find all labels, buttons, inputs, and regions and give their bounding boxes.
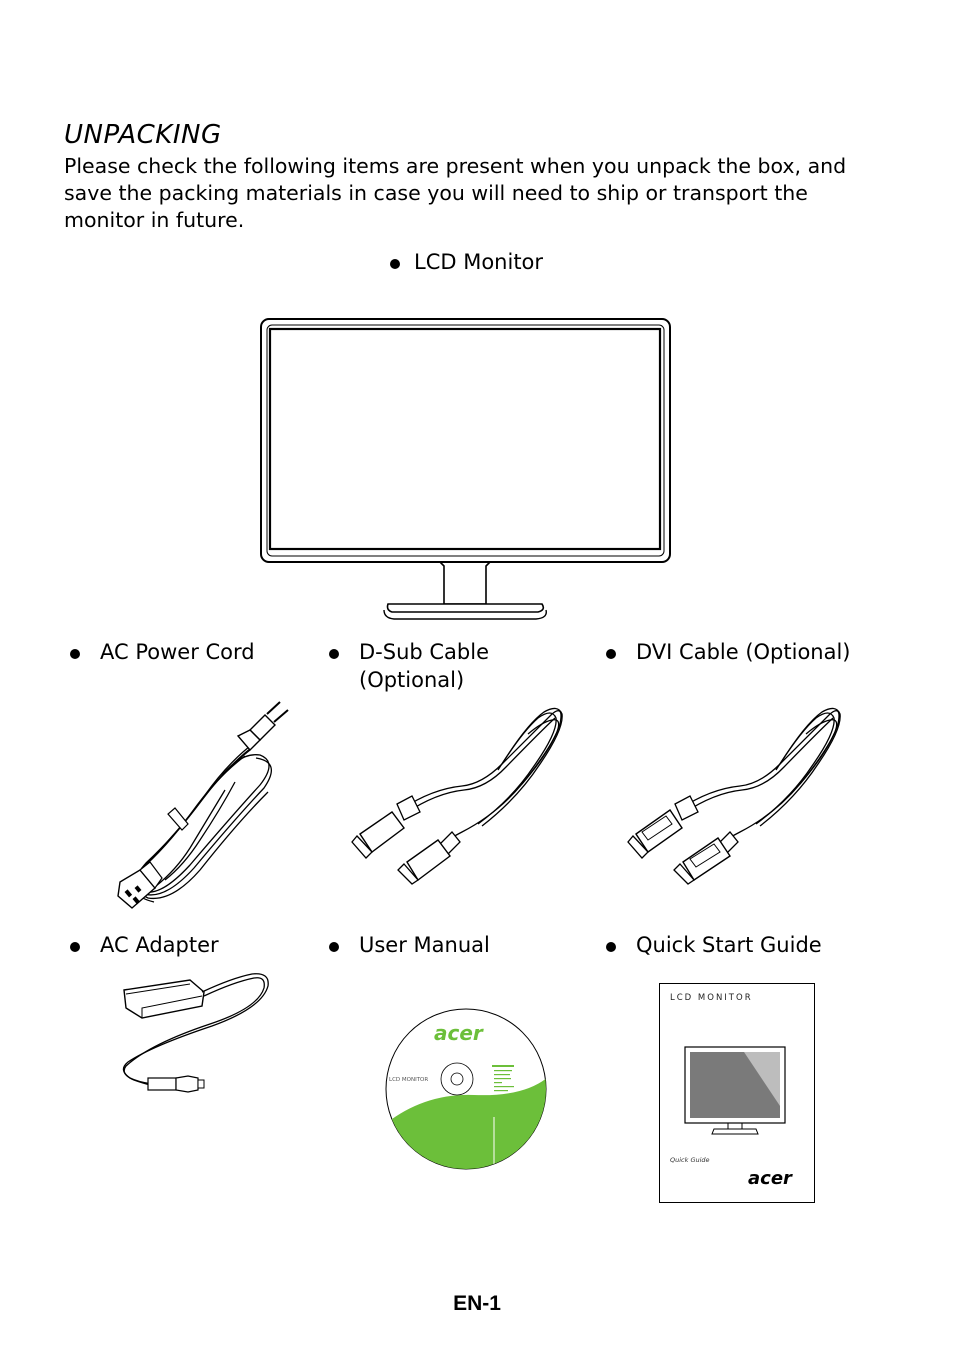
bullet-icon [70, 649, 80, 659]
guide-monitor-illustration [684, 1046, 786, 1135]
ac-power-cord-illustration [117, 701, 289, 909]
quick-start-guide-booklet: LCD MONITOR Quick Guide acer [659, 983, 815, 1203]
guide-header: LCD MONITOR [670, 993, 753, 1003]
user-manual-cd-illustration: acer LCD MONITOR [385, 1008, 547, 1170]
dvi-cable-illustration [627, 707, 841, 885]
cd-logo: acer [434, 1021, 484, 1045]
bullet-icon [329, 942, 339, 952]
item-label: User Manual [359, 933, 490, 957]
bullet-icon [70, 942, 80, 952]
cd-contents-list-icon [492, 1065, 514, 1092]
item-label: DVI Cable (Optional) [636, 640, 851, 664]
intro-paragraph: Please check the following items are pre… [64, 154, 847, 232]
item-label: AC Power Cord [100, 640, 255, 664]
page-number: EN-1 [453, 1292, 501, 1315]
dsub-cable-illustration [351, 707, 563, 885]
cd-label: LCD MONITOR [389, 1077, 428, 1083]
section-title: UNPACKING [64, 120, 222, 150]
item-label: Quick Start Guide [636, 933, 822, 957]
bullet-icon [606, 942, 616, 952]
item-label: AC Adapter [100, 933, 219, 957]
item-label: D-Sub Cable (Optional) [359, 640, 490, 692]
bullet-icon [606, 649, 616, 659]
lcd-monitor-illustration [260, 318, 671, 620]
item-label: LCD Monitor [414, 250, 544, 274]
guide-logo: acer [748, 1168, 792, 1189]
ac-adapter-illustration [122, 973, 269, 1093]
bullet-icon [329, 649, 339, 659]
guide-caption: Quick Guide [670, 1156, 710, 1164]
bullet-icon [390, 259, 400, 269]
